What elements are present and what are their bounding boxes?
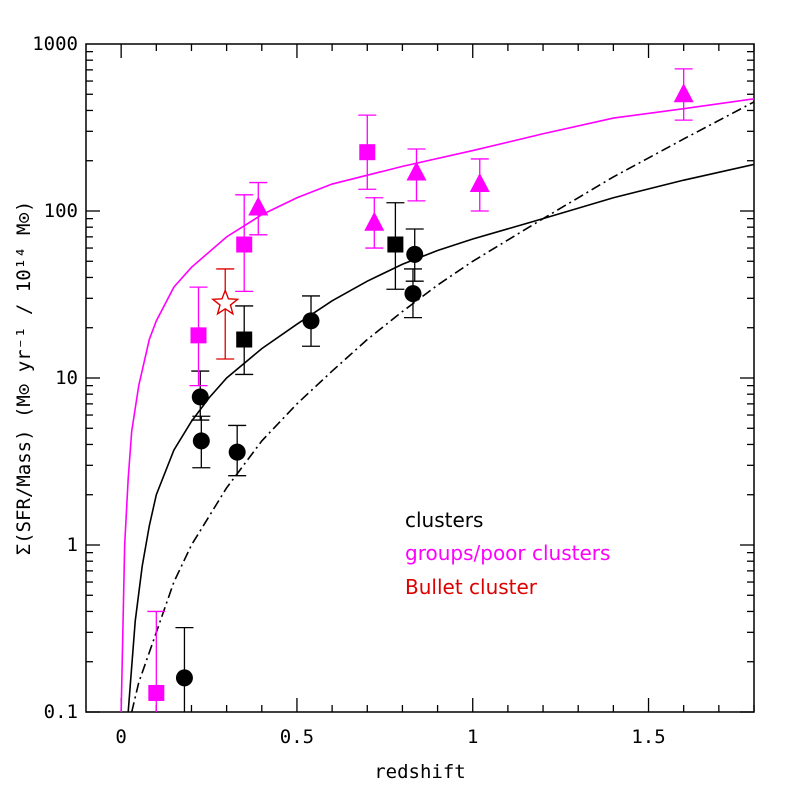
x-tick-label: 0.5 — [280, 726, 314, 748]
y-tick-label: 1000 — [32, 33, 78, 55]
data-point — [192, 415, 211, 469]
data-point — [248, 181, 269, 236]
data-point — [403, 268, 422, 319]
marker-square — [236, 331, 253, 348]
marker-circle — [175, 669, 193, 687]
y-tick-label: 10 — [55, 367, 78, 389]
data-point — [406, 148, 427, 202]
marker-triangle — [406, 161, 427, 181]
data-point — [386, 202, 405, 290]
data-point — [189, 286, 208, 387]
data-point — [364, 197, 385, 249]
model-curve-2 — [120, 97, 754, 712]
marker-circle — [228, 443, 246, 461]
data-point — [191, 370, 210, 421]
plot-frame — [85, 43, 755, 713]
x-tick-label: 1 — [467, 726, 478, 748]
marker-star — [210, 288, 240, 316]
y-axis-title: Σ(SFR/Mass) (M⊙ yr⁻¹ / 10¹⁴ M⊙) — [13, 201, 35, 556]
marker-circle — [406, 245, 424, 263]
marker-triangle — [248, 196, 269, 216]
marker-circle — [404, 285, 422, 303]
marker-square — [148, 684, 165, 701]
marker-triangle — [469, 173, 490, 193]
legend-item-groups: groups/poor clusters — [405, 541, 610, 565]
marker-triangle — [673, 83, 694, 103]
data-point — [358, 114, 377, 190]
data-point — [228, 424, 247, 477]
axis-ticks: 0 0.5 1 1.5 0.1 1 10 100 1000 — [32, 33, 755, 748]
legend-item-bullet: Bullet cluster — [405, 575, 538, 599]
marker-square — [359, 144, 376, 161]
data-point — [673, 68, 694, 121]
y-tick-label: 1 — [67, 534, 78, 556]
model-curve-1 — [130, 101, 754, 712]
marker-square — [236, 236, 253, 253]
model-curves — [120, 97, 754, 712]
data-point — [235, 194, 254, 293]
y-tick-label: 0.1 — [44, 701, 78, 723]
y-tick-label: 100 — [44, 200, 78, 222]
x-tick-label: 1.5 — [631, 726, 665, 748]
x-tick-label: 0 — [115, 726, 126, 748]
data-point — [405, 228, 424, 282]
data-point — [147, 610, 166, 712]
data-point — [302, 295, 321, 347]
data-point — [469, 158, 490, 212]
marker-square — [190, 327, 207, 344]
marker-circle — [191, 388, 209, 406]
data-points — [147, 68, 694, 712]
legend-item-clusters: clusters — [405, 508, 483, 532]
marker-circle — [192, 432, 210, 450]
model-curve-0 — [127, 163, 754, 712]
legend: clusters groups/poor clusters Bullet clu… — [405, 508, 610, 599]
marker-triangle — [364, 211, 385, 231]
data-point — [235, 305, 254, 376]
marker-circle — [302, 312, 320, 330]
data-point — [210, 268, 240, 360]
x-axis-title: redshift — [374, 761, 466, 783]
marker-square — [387, 236, 404, 253]
data-point — [175, 626, 194, 712]
